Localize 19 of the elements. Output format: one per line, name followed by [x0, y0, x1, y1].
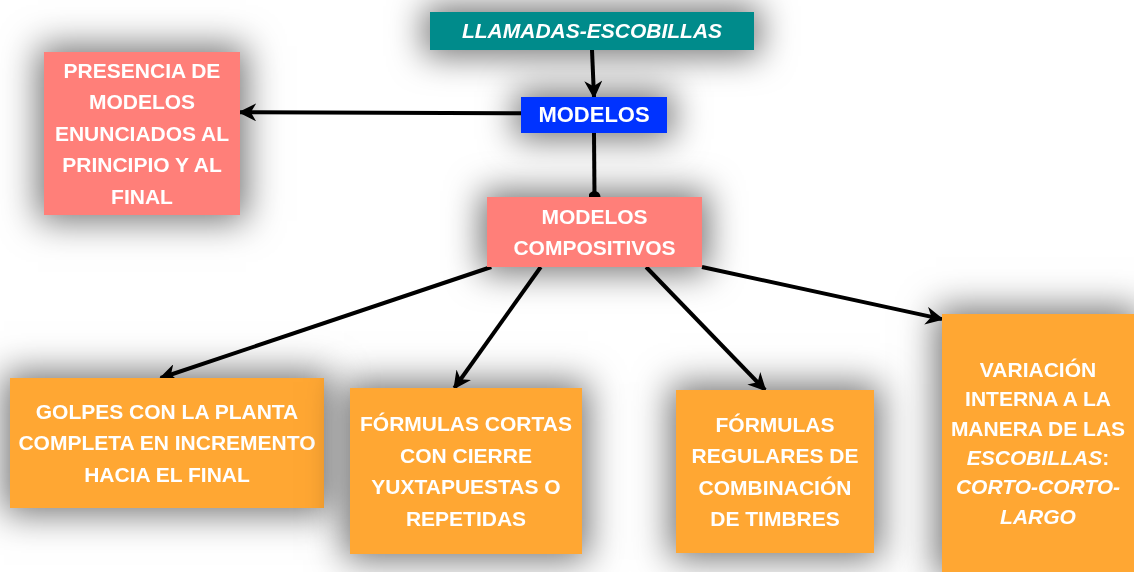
concept-label: FÓRMULAS REGULARES DE COMBINACIÓN DE TIMBRES: [690, 411, 860, 532]
concept-label: LLAMADAS-ESCOBILLAS: [461, 18, 723, 44]
concept-box: [942, 314, 1134, 572]
arrow: [584, 49, 603, 99]
concept-box: [487, 197, 702, 267]
concept-box: [430, 12, 754, 50]
arrow: [644, 265, 767, 392]
concept-label: VARIACIÓN INTERNA A LA MANERA DE LAS ESCOBILLAS: CORTO-CORTO-LARGO: [949, 356, 1127, 530]
arrow: [701, 265, 944, 325]
concept-box: [521, 97, 667, 133]
concept-label: PRESENCIA DE MODELOS ENUNCIADOS AL PRINCIPIO Y AL FINAL: [53, 57, 231, 210]
concept-box: [676, 390, 874, 553]
arrow: [452, 265, 543, 390]
concept-label: FÓRMULAS CORTAS CON CIERRE YUXTAPUESTAS O REPETIDAS: [359, 411, 573, 532]
concept-box: [10, 378, 324, 508]
concept-label: MODELOS COMPOSITIVOS: [512, 203, 677, 261]
concept-label: GOLPES CON LA PLANTA COMPLETA EN INCREMENTO HACIA EL FINAL: [17, 398, 317, 488]
concept-label: MODELOS: [538, 101, 650, 129]
concept-box: [350, 388, 582, 554]
